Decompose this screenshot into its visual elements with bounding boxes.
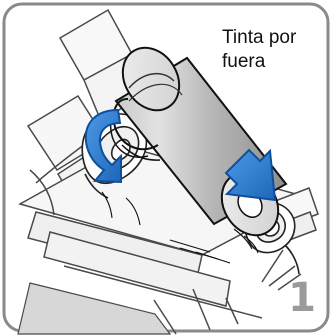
ribbon-side-caption: Tinta por fuera: [222, 27, 297, 72]
detail-lines: [101, 191, 259, 264]
insert-arrow-icon: [224, 148, 277, 202]
lower-panel: [17, 282, 172, 335]
step-number-badge: 1: [288, 275, 316, 321]
rotation-arrow-icon: [84, 108, 122, 184]
